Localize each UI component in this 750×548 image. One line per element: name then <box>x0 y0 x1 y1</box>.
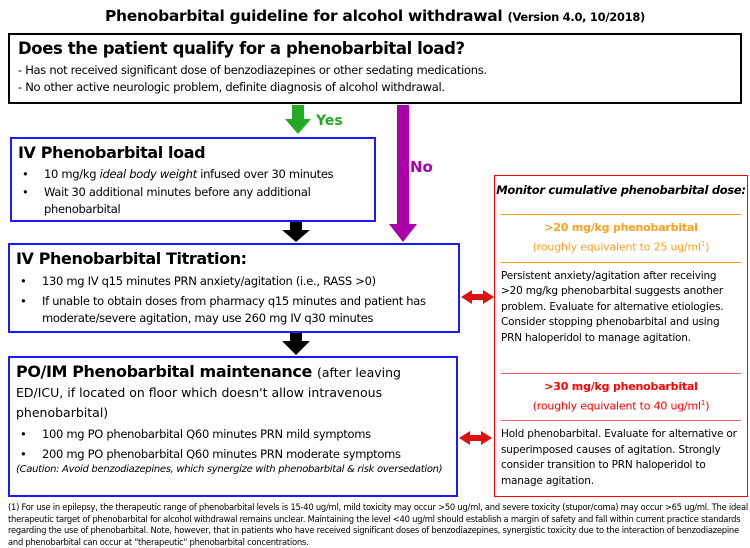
down-arrow-icon <box>282 333 310 355</box>
caution-note: (Caution: Avoid benzodiazepines, which s… <box>16 464 443 475</box>
yes-label: Yes <box>316 113 343 129</box>
divider <box>501 372 741 374</box>
level2-equiv: (roughly equivalent to 40 ug/ml1) <box>495 395 747 415</box>
divider <box>501 214 741 215</box>
text: ) <box>705 399 710 413</box>
qualify-line: - No other active neurologic problem, de… <box>18 80 445 94</box>
level2-text: Hold phenobarbital. Evaluate for alterna… <box>501 428 737 487</box>
no-label: No <box>410 158 433 176</box>
titration-box: IV Phenobarbital Titration: 130 mg IV q1… <box>8 243 460 333</box>
footnote-ref: 1 <box>700 398 706 407</box>
maintenance-box: PO/IM Phenobarbital maintenance (after l… <box>8 356 458 497</box>
text: (roughly equivalent to 25 ug/ml <box>532 240 701 254</box>
monitor-heading: Monitor cumulative phenobarbital dose: <box>496 183 746 197</box>
down-arrow-icon <box>282 222 310 242</box>
divider <box>501 420 741 422</box>
level1-dose: >20 mg/kg phenobarbital <box>544 221 698 234</box>
maintenance-bullet: 200 mg PO phenobarbital Q60 minutes PRN … <box>16 446 450 464</box>
title-text: Phenobarbital guideline for alcohol with… <box>104 7 503 25</box>
qualify-box: Does the patient qualify for a phenobarb… <box>8 33 742 104</box>
text: (roughly equivalent to 40 ug/ml <box>532 399 701 413</box>
load-bullet: 10 mg/kg ideal body weight infused over … <box>18 166 368 184</box>
maintenance-subheading: (after leaving ED/ICU, if located on flo… <box>16 365 401 420</box>
qualify-heading: Does the patient qualify for a phenobarb… <box>18 39 465 58</box>
double-arrow-icon <box>459 290 494 445</box>
titration-heading: IV Phenobarbital Titration: <box>16 249 247 268</box>
level1-text: Persistent anxiety/agitation after recei… <box>501 269 724 344</box>
no-arrow-icon <box>389 105 417 242</box>
footnote-ref: 1 <box>700 240 706 248</box>
titration-bullet: If unable to obtain doses from pharmacy … <box>16 293 452 328</box>
level2-dose: >30 mg/kg phenobarbital <box>544 379 698 393</box>
monitor-box: Monitor cumulative phenobarbital dose: >… <box>494 175 748 497</box>
load-box: IV Phenobarbital load 10 mg/kg ideal bod… <box>10 137 376 222</box>
level1-equiv: (roughly equivalent to 25 ug/ml1) <box>495 236 747 256</box>
text: ideal body weight <box>99 167 198 181</box>
text: 10 mg/kg <box>44 167 100 181</box>
text: infused over 30 minutes <box>196 167 334 181</box>
text: ) <box>705 240 710 254</box>
load-bullet: Wait 30 additional minutes before any ad… <box>18 184 368 219</box>
page-title: Phenobarbital guideline for alcohol with… <box>0 7 750 25</box>
maintenance-heading: PO/IM Phenobarbital maintenance <box>16 362 312 381</box>
qualify-line: - Has not received significant dose of b… <box>18 63 487 77</box>
maintenance-bullet: 100 mg PO phenobarbital Q60 minutes PRN … <box>16 426 450 444</box>
divider <box>501 261 741 263</box>
version-label: (Version 4.0, 10/2018) <box>507 10 646 24</box>
yes-arrow-icon <box>285 105 311 134</box>
titration-bullet: 130 mg IV q15 minutes PRN anxiety/agitat… <box>16 273 452 291</box>
footnote: (1) For use in epilepsy, the therapeutic… <box>8 502 748 547</box>
load-heading: IV Phenobarbital load <box>18 143 206 162</box>
